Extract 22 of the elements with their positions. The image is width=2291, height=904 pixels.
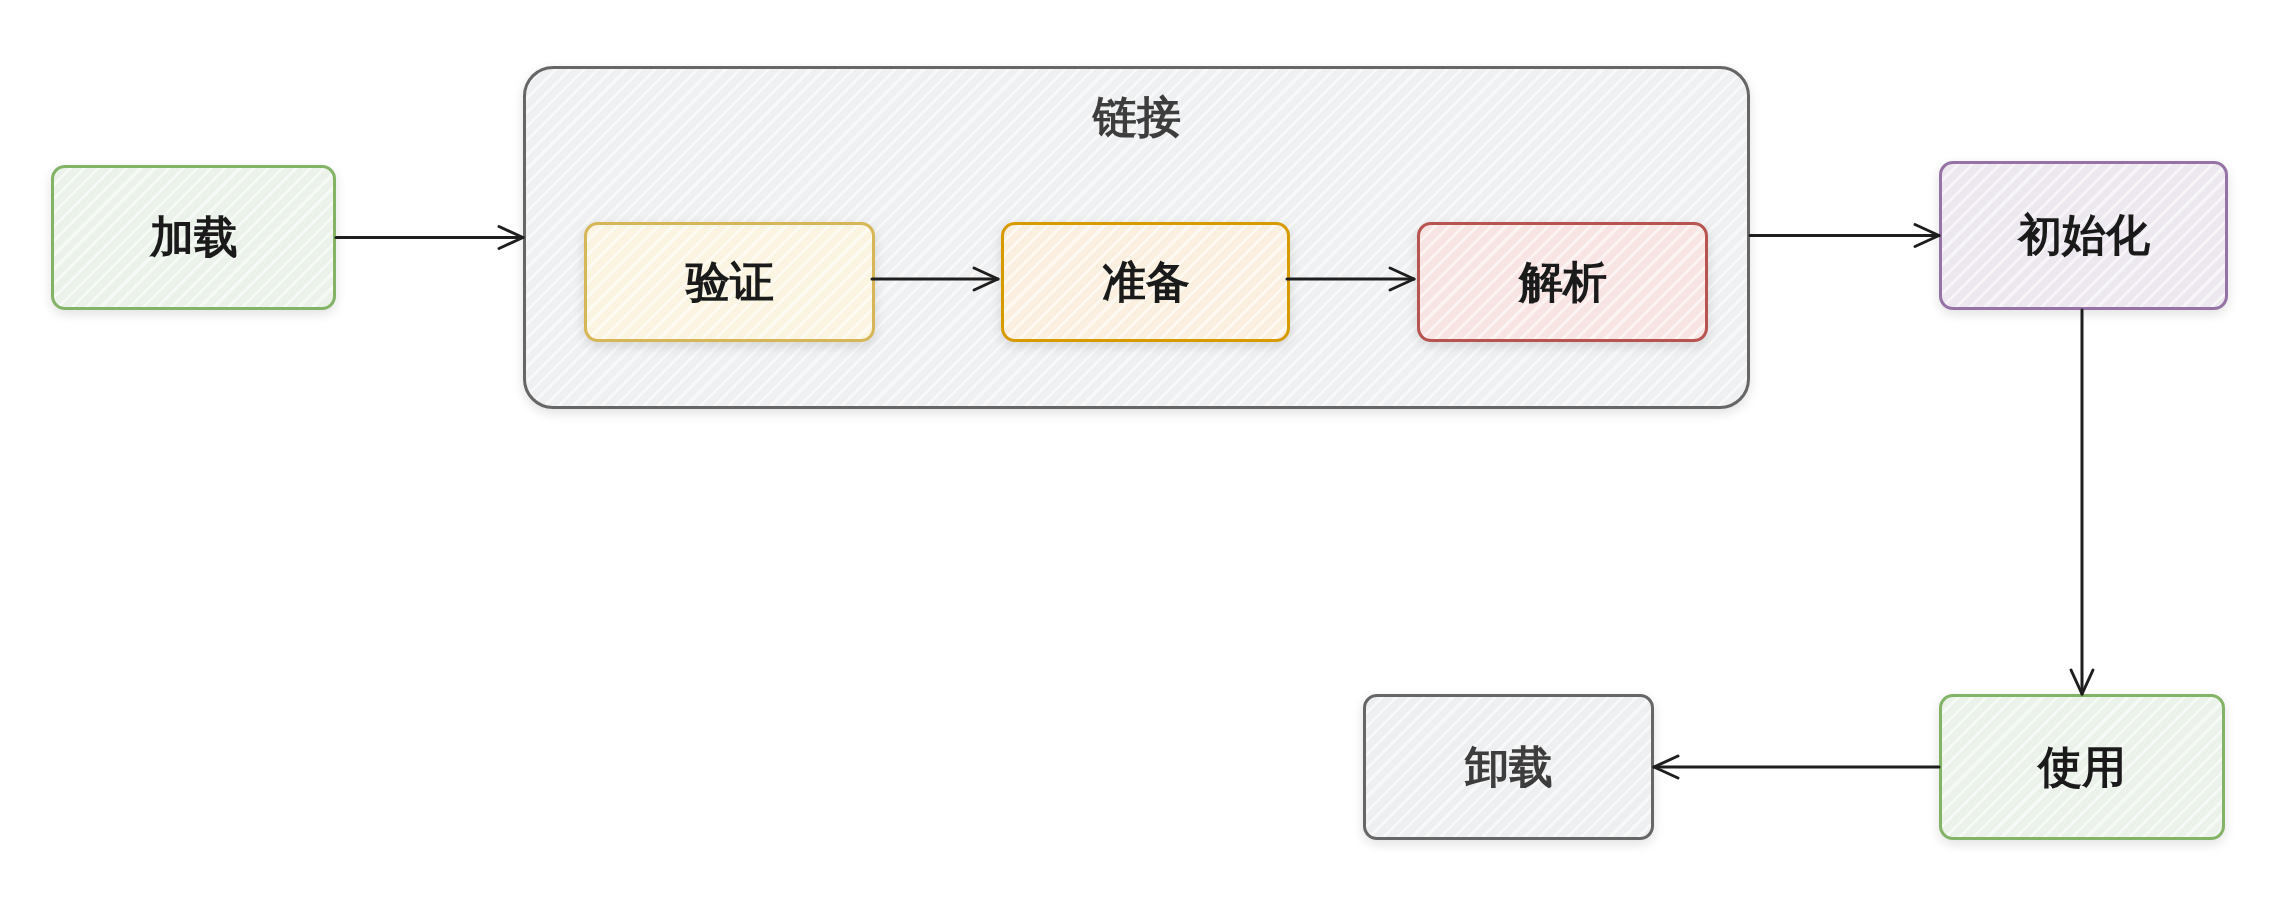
group-container: [523, 66, 1750, 409]
node-label: 加载: [149, 211, 238, 264]
node-label: 准备: [1101, 255, 1190, 309]
arrow: [2069, 308, 2095, 696]
arrow: [1285, 266, 1416, 292]
arrow: [334, 225, 525, 250]
group-title: 链接: [1092, 91, 1181, 144]
arrow: [1748, 223, 1941, 248]
process-box: [1363, 694, 1654, 840]
node-label: 使用: [2038, 740, 2126, 794]
node-label: 验证: [685, 255, 774, 309]
process-box: [51, 165, 336, 310]
process-box: [1939, 694, 2225, 840]
node-label: 卸载: [1464, 740, 1553, 794]
process-box: [1417, 222, 1708, 342]
process-box: [1001, 222, 1290, 342]
arrow: [1652, 754, 1941, 780]
process-box: [584, 222, 875, 342]
node-label: 解析: [1518, 255, 1607, 309]
arrow: [870, 266, 1000, 292]
process-box: [1939, 161, 2228, 310]
node-label: 初始化: [2017, 209, 2150, 262]
